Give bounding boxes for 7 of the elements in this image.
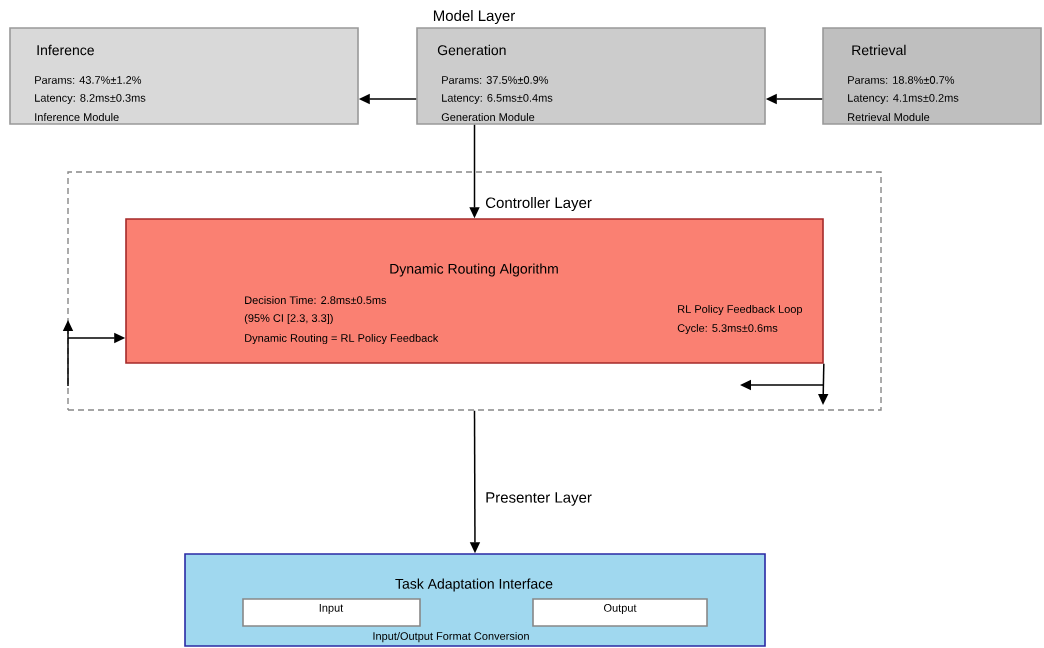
- layer-title: Presenter Layer: [486, 492, 592, 506]
- module-box: Generation Params: 37.5%±0.9% Latency: 6.5ms±0.4ms Generation Module: [416, 27, 766, 125]
- output-box: Output: [532, 598, 708, 627]
- algorithm-box: Dynamic Routing Algorithm Decision Time: 2.8ms±0.5ms (95% CI [2.3, 3.3]) Dynamic Routing = RL Policy Feedback RL Policy Feedback Loop Cycle: 5.3ms±0.6ms: [125, 218, 824, 364]
- module-box: Inference Params: 43.7%±1.2% Latency: 8.2ms±0.3ms Inference Module: [9, 27, 359, 125]
- input-box: Input: [242, 598, 421, 627]
- module-box: Retrieval Params: 18.8%±0.7% Latency: 4.1ms±0.2ms Retrieval Module: [822, 27, 1042, 125]
